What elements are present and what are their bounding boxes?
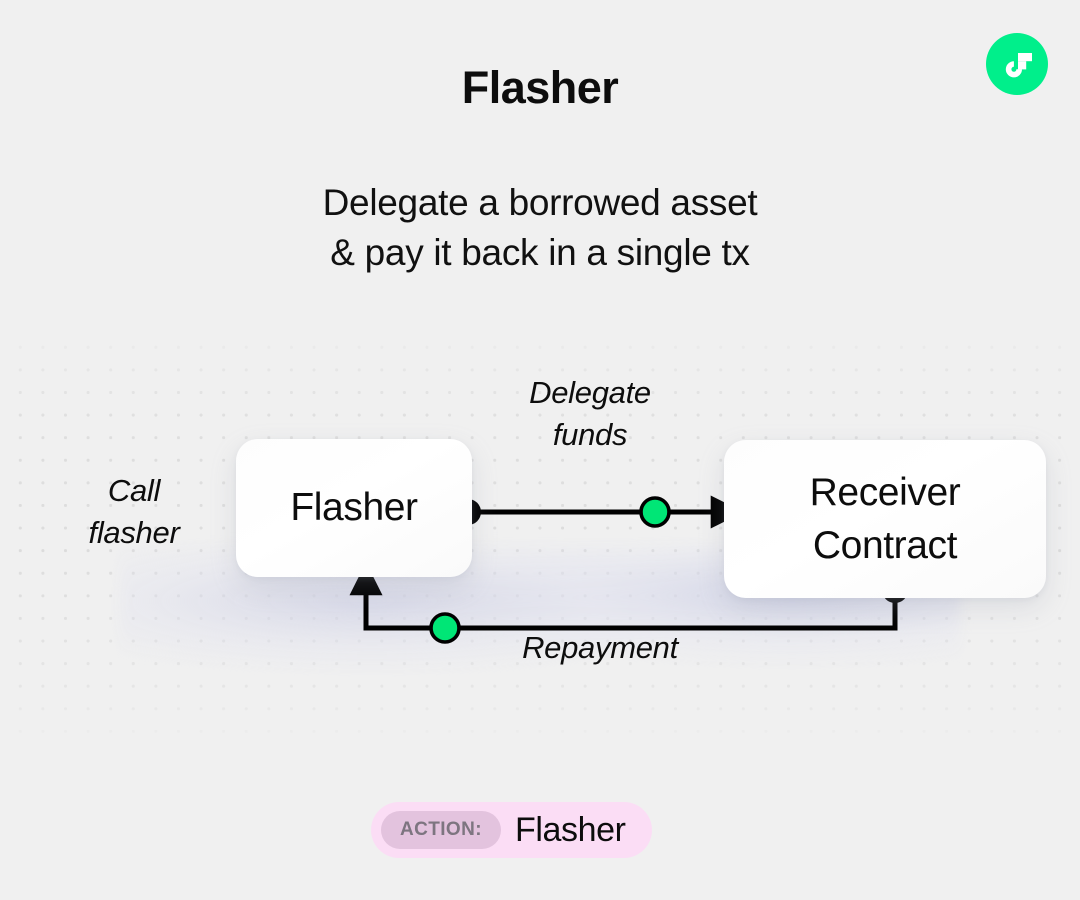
node-card-flasher[interactable]: Flasher xyxy=(236,439,472,577)
edge-label-delegate-funds: Delegate funds xyxy=(529,375,651,452)
action-badge-value: Flasher xyxy=(514,810,626,849)
subtitle-line-2: & pay it back in a single tx xyxy=(330,232,750,273)
accent-node-delegate xyxy=(639,496,671,528)
receiver-label-line-2: Contract xyxy=(812,524,958,567)
subtitle-line-1: Delegate a borrowed asset xyxy=(322,182,758,223)
action-badge-label: ACTION: xyxy=(381,811,501,849)
accent-node-repayment xyxy=(429,612,461,644)
edge-label-call-flasher: Call flasher xyxy=(88,473,180,550)
edge-label-repayment: Repayment xyxy=(522,630,678,665)
action-badge[interactable]: ACTION: Flasher xyxy=(371,802,652,858)
node-card-receiver-label: Receiver Contract xyxy=(810,466,961,572)
page-title: Flasher xyxy=(461,62,619,113)
node-card-flasher-label: Flasher xyxy=(290,486,418,529)
receiver-label-line-1: Receiver xyxy=(809,471,961,514)
page-subtitle: Delegate a borrowed asset & pay it back … xyxy=(0,178,1080,278)
node-card-receiver[interactable]: Receiver Contract xyxy=(724,440,1046,598)
flow-logo-icon xyxy=(986,33,1048,95)
diagram-stage: Flasher Receiver Contract Call flasher D… xyxy=(0,330,1080,750)
